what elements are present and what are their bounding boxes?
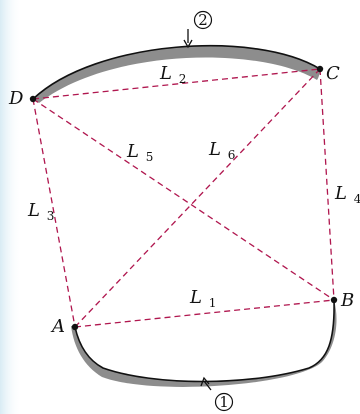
upper-surface-band: [33, 45, 320, 103]
point-b-dot: [330, 296, 338, 304]
distance-label-l4-main: L: [334, 183, 347, 204]
distance-label-l2-main: L: [159, 63, 172, 84]
lower-surface-arrow-head: [200, 376, 210, 387]
point-c-label: C: [326, 63, 340, 84]
distance-label-l6: L 6: [208, 139, 235, 162]
line-l3: [32, 98, 76, 328]
upper-surface-edge: [32, 44, 321, 100]
distance-label-l4-sub: 4: [354, 192, 360, 206]
line-l5: [32, 98, 335, 301]
distance-label-l2-sub: 2: [179, 72, 187, 86]
lower-surface-edge: [74, 299, 335, 383]
line-l4: [319, 68, 335, 301]
distance-label-l3-sub: 3: [47, 209, 55, 223]
distance-label-l1-main: L: [189, 287, 202, 308]
upper-surface-arrow-head: [183, 39, 193, 49]
distance-label-l6-main: L: [208, 139, 221, 160]
surface-2-label: 2: [198, 11, 208, 29]
left-border-background: [0, 0, 22, 414]
surface-1-circle: [214, 392, 234, 412]
point-a-label: A: [50, 316, 65, 337]
distance-label-l3: L 3: [27, 200, 54, 223]
distance-label-l2: L 2: [159, 63, 186, 86]
distance-label-l5-main: L: [126, 141, 139, 162]
point-c-dot: [316, 65, 324, 73]
distance-label-l6-sub: 6: [228, 148, 236, 162]
surface-1-label: 1: [219, 393, 229, 411]
lower-surface-arrow-shaft: [203, 380, 212, 391]
distance-label-l1: L 1: [189, 287, 216, 310]
distance-label-l3-main: L: [27, 200, 40, 221]
distance-label-l1-sub: 1: [209, 296, 217, 310]
distance-label-l4: L 4: [334, 183, 360, 206]
distance-label-l5-sub: 5: [146, 150, 154, 164]
point-b-label: B: [340, 290, 354, 311]
point-a-dot: [71, 323, 79, 331]
distance-label-l5: L 5: [126, 141, 153, 164]
line-l1: [74, 299, 335, 328]
surface-2-circle: [193, 10, 213, 30]
point-d-label: D: [8, 88, 24, 109]
point-d-dot: [29, 95, 37, 103]
line-l2: [32, 68, 321, 100]
